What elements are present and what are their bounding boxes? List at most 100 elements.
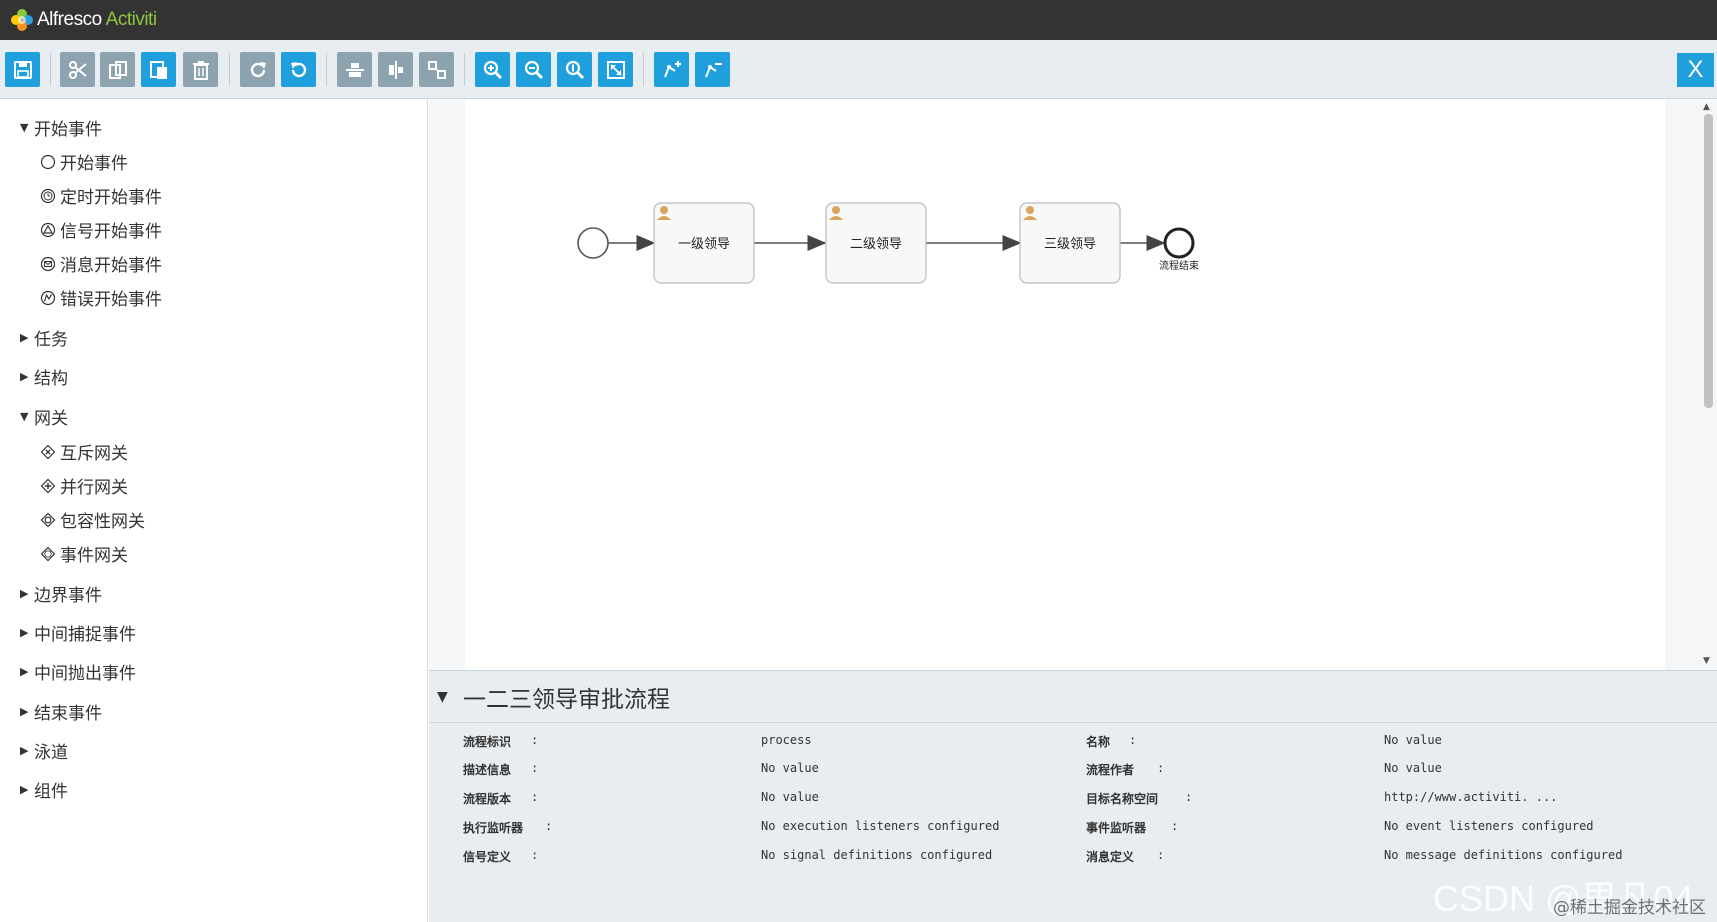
task-label: 一级领导 [678, 237, 730, 252]
palette-item-inclusive-gateway[interactable]: 包容性网关 [40, 507, 145, 532]
scrollbar-thumb[interactable] [1704, 114, 1713, 408]
diagram-start-event[interactable] [577, 227, 609, 259]
palette-item-start-event[interactable]: 开始事件 [40, 149, 128, 174]
zoom-in-icon [483, 60, 502, 79]
paste-button[interactable] [141, 52, 176, 87]
trash-icon [192, 60, 209, 80]
start-event-icon [40, 154, 56, 169]
property-value[interactable]: No message definitions configured [1384, 848, 1623, 862]
property-row[interactable]: 目标名称空间 [1086, 792, 1159, 806]
zoom-out-icon [524, 60, 543, 79]
property-row[interactable]: 消息定义 [1086, 850, 1135, 864]
palette-group-start-events[interactable]: ▼开始事件 [20, 120, 102, 140]
remove-bendpoint-icon [704, 62, 722, 77]
delete-button[interactable] [183, 52, 218, 87]
palette-group-boundary-events[interactable]: ▶边界事件 [20, 586, 102, 606]
diagram-user-task[interactable]: 一级领导 [653, 202, 755, 284]
property-value[interactable]: No value [761, 761, 819, 775]
error-icon [40, 290, 56, 305]
palette-group-artifacts[interactable]: ▶组件 [20, 782, 68, 802]
property-row[interactable]: 流程标识 [463, 735, 512, 749]
event-gateway-icon [40, 546, 56, 561]
brand-name: Alfresco [37, 9, 102, 30]
undo-button[interactable] [281, 52, 316, 87]
align-vertical-button[interactable] [378, 52, 413, 87]
zoom-actual-button[interactable] [557, 52, 592, 87]
property-value[interactable]: http://www.activiti. ... [1384, 790, 1558, 804]
property-value[interactable]: No signal definitions configured [761, 848, 993, 862]
property-row[interactable]: 执行监听器 [463, 821, 524, 835]
align-vertical-icon [388, 60, 403, 79]
property-row[interactable]: 流程作者 [1086, 763, 1135, 777]
palette-item-signal-start-event[interactable]: 信号开始事件 [40, 217, 162, 242]
diagram-user-task[interactable]: 三级领导 [1019, 202, 1121, 284]
canvas-vertical-scrollbar[interactable]: ▲ ▼ [1699, 100, 1717, 670]
palette-item-timer-start-event[interactable]: 定时开始事件 [40, 183, 162, 208]
properties-header[interactable]: ▼ 一二三领导审批流程 [429, 671, 1717, 723]
property-row[interactable]: 信号定义 [463, 850, 512, 864]
zoom-out-button[interactable] [516, 52, 551, 87]
canvas-area: 一级领导 二级领导 三级领导 [429, 100, 1717, 670]
palette-group-gateways[interactable]: ▼网关 [20, 409, 68, 429]
parallel-gateway-icon [40, 478, 56, 493]
palette-item-parallel-gateway[interactable]: 并行网关 [40, 473, 128, 498]
chevron-right-icon: ▶ [20, 705, 29, 718]
chevron-right-icon: ▶ [20, 744, 29, 757]
user-icon [829, 206, 843, 220]
property-value[interactable]: process [761, 733, 812, 747]
same-size-button[interactable] [419, 52, 454, 87]
palette-group-end-events[interactable]: ▶结束事件 [20, 704, 102, 724]
palette-item-error-start-event[interactable]: 错误开始事件 [40, 285, 162, 310]
property-row[interactable]: 流程版本 [463, 792, 512, 806]
palette-group-tasks[interactable]: ▶任务 [20, 330, 68, 350]
chevron-down-icon: ▼ [20, 121, 29, 134]
juejin-watermark: @稀土掘金技术社区 [1553, 898, 1706, 918]
palette-item-exclusive-gateway[interactable]: 互斥网关 [40, 439, 128, 464]
property-value[interactable]: No execution listeners configured [761, 819, 1000, 833]
message-icon [40, 256, 56, 271]
chevron-right-icon: ▶ [20, 665, 29, 678]
property-value[interactable]: No value [1384, 761, 1442, 775]
scroll-down-icon[interactable]: ▼ [1703, 656, 1710, 666]
property-row[interactable]: 事件监听器 [1086, 821, 1147, 835]
shape-palette: ▼开始事件 开始事件 定时开始事件 信号开始事件 消息开始事件 错误开始事件 ▶… [0, 100, 428, 922]
zoom-actual-icon [565, 60, 584, 79]
property-row[interactable]: 描述信息 [463, 763, 512, 777]
copy-button[interactable] [100, 52, 135, 87]
chevron-right-icon: ▶ [20, 331, 29, 344]
redo-button[interactable] [240, 52, 275, 87]
close-editor-button[interactable]: X [1677, 53, 1714, 87]
align-horizontal-button[interactable] [337, 52, 372, 87]
diagram-user-task[interactable]: 二级领导 [825, 202, 927, 284]
palette-group-intermediate-catch-events[interactable]: ▶中间捕捉事件 [20, 625, 136, 645]
cut-button[interactable] [60, 52, 95, 87]
diagram-end-event[interactable]: 流程结束 [1159, 227, 1199, 272]
align-horizontal-icon [345, 62, 364, 77]
palette-group-structural[interactable]: ▶结构 [20, 369, 68, 389]
property-value[interactable]: No value [761, 790, 819, 804]
add-bendpoint-button[interactable] [654, 52, 689, 87]
fit-screen-icon [606, 60, 625, 79]
inclusive-gateway-icon [40, 512, 56, 527]
user-icon [1023, 206, 1037, 220]
chevron-down-icon[interactable]: ▼ [437, 688, 448, 705]
palette-item-message-start-event[interactable]: 消息开始事件 [40, 251, 162, 276]
property-value[interactable]: No value [1384, 733, 1442, 747]
zoom-in-button[interactable] [475, 52, 510, 87]
palette-item-event-gateway[interactable]: 事件网关 [40, 541, 128, 566]
property-value[interactable]: No event listeners configured [1384, 819, 1594, 833]
exclusive-gateway-icon [40, 444, 56, 459]
remove-bendpoint-button[interactable] [695, 52, 730, 87]
palette-group-intermediate-throw-events[interactable]: ▶中间抛出事件 [20, 664, 136, 684]
palette-group-swimlanes[interactable]: ▶泳道 [20, 743, 68, 763]
bpmn-canvas[interactable]: 一级领导 二级领导 三级领导 [465, 100, 1665, 670]
redo-icon [250, 61, 266, 77]
save-button[interactable] [5, 52, 40, 87]
alfresco-flower-icon [10, 8, 34, 32]
scroll-up-icon[interactable]: ▲ [1703, 102, 1710, 112]
properties-panel: ▼ 一二三领导审批流程 流程标识 : process 描述信息 : No val… [429, 670, 1717, 922]
property-row[interactable]: 名称 [1086, 735, 1111, 749]
zoom-fit-button[interactable] [598, 52, 633, 87]
timer-icon [40, 188, 56, 203]
chevron-right-icon: ▶ [20, 626, 29, 639]
